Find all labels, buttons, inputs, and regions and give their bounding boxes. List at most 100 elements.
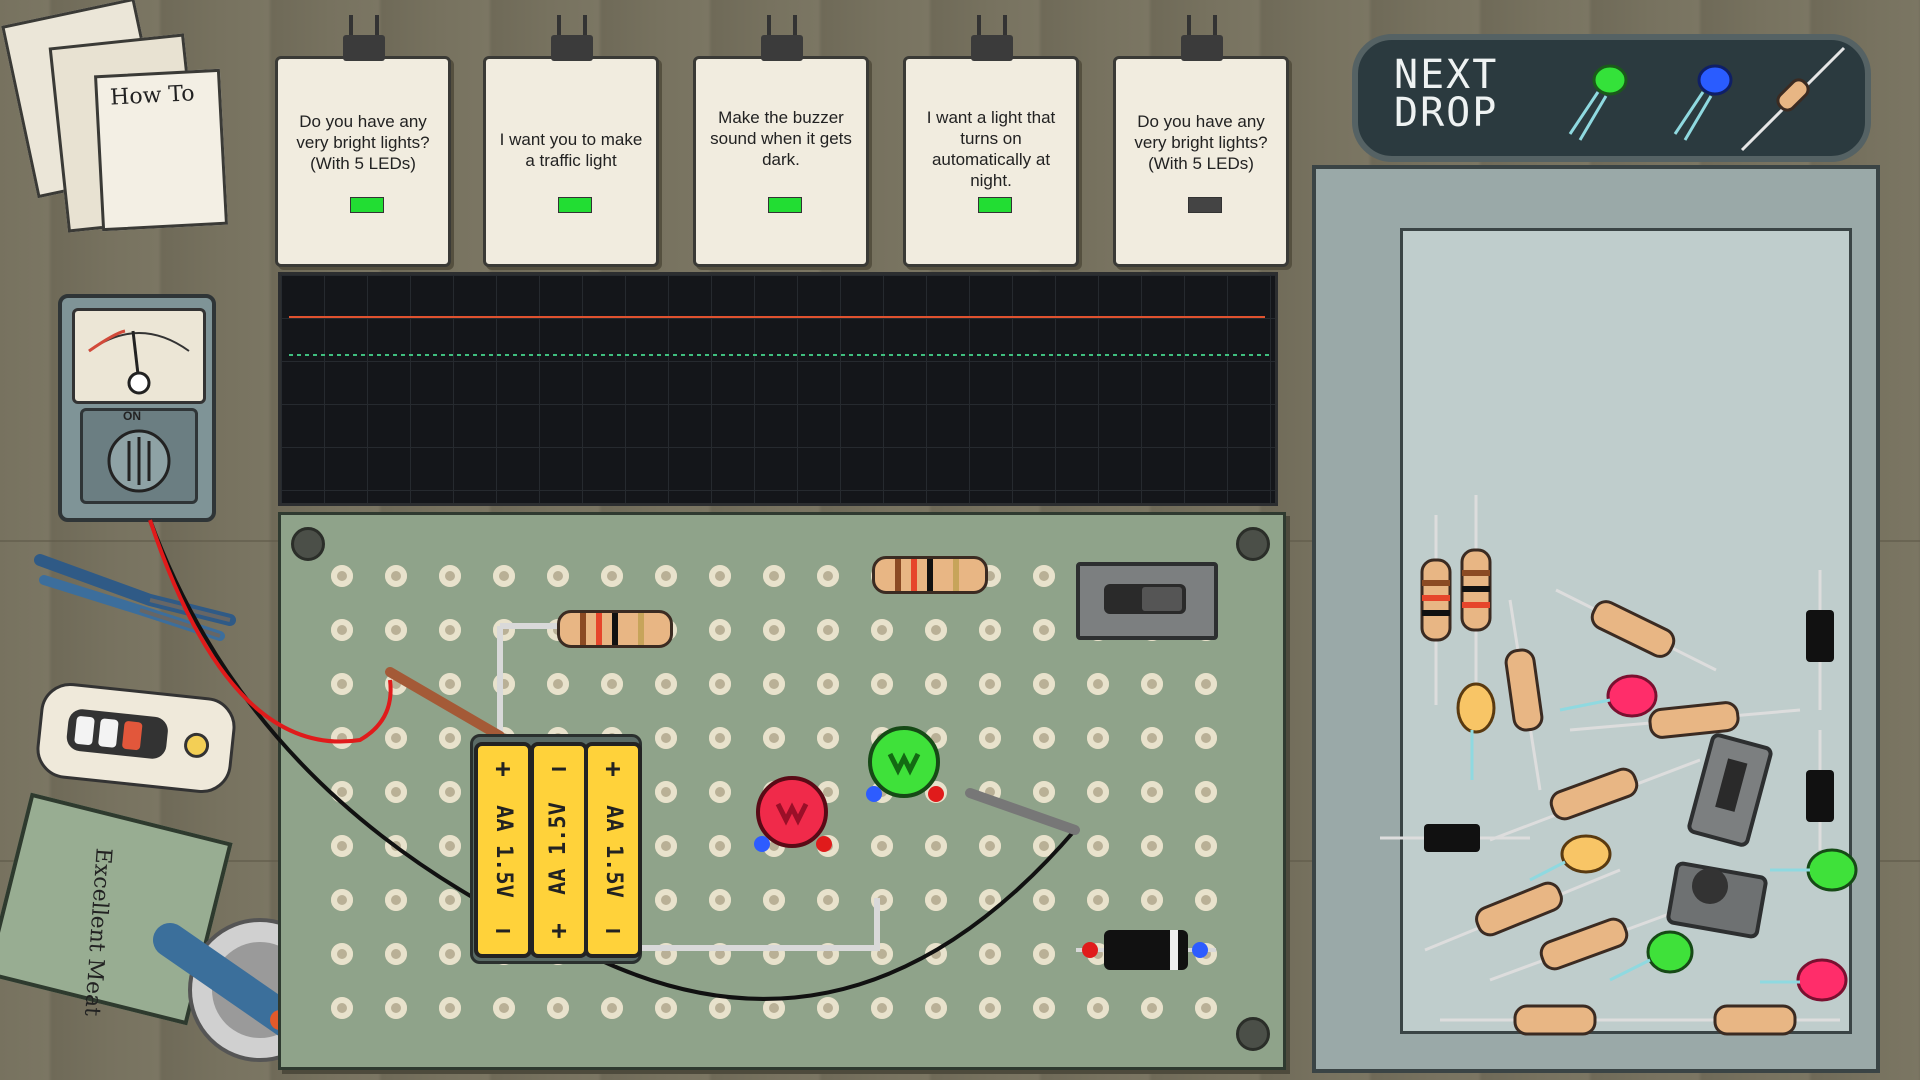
board-hole[interactable] — [817, 997, 839, 1019]
board-hole[interactable] — [439, 673, 461, 695]
board-hole[interactable] — [1087, 673, 1109, 695]
board-hole[interactable] — [979, 727, 1001, 749]
board-hole[interactable] — [925, 619, 947, 641]
board-hole[interactable] — [871, 673, 893, 695]
board-hole[interactable] — [385, 727, 407, 749]
board-hole[interactable] — [655, 673, 677, 695]
board-hole[interactable] — [817, 565, 839, 587]
board-hole[interactable] — [1033, 835, 1055, 857]
board-hole[interactable] — [709, 727, 731, 749]
board-hole[interactable] — [547, 565, 569, 587]
board-hole[interactable] — [331, 673, 353, 695]
board-hole[interactable] — [817, 727, 839, 749]
board-hole[interactable] — [1033, 997, 1055, 1019]
board-hole[interactable] — [709, 565, 731, 587]
board-hole[interactable] — [331, 943, 353, 965]
board-hole[interactable] — [1141, 997, 1163, 1019]
board-hole[interactable] — [493, 997, 515, 1019]
board-hole[interactable] — [439, 889, 461, 911]
board-hole[interactable] — [331, 889, 353, 911]
board-hole[interactable] — [1195, 673, 1217, 695]
green-led[interactable] — [862, 718, 948, 808]
multimeter-dial[interactable]: ON — [80, 408, 198, 504]
board-hole[interactable] — [1033, 943, 1055, 965]
board-hole[interactable] — [385, 943, 407, 965]
board-hole[interactable] — [1141, 727, 1163, 749]
board-hole[interactable] — [871, 835, 893, 857]
board-hole[interactable] — [817, 673, 839, 695]
board-hole[interactable] — [979, 619, 1001, 641]
board-hole[interactable] — [1195, 997, 1217, 1019]
parts-pile[interactable] — [1380, 490, 1860, 1050]
board-hole[interactable] — [439, 943, 461, 965]
board-hole[interactable] — [385, 997, 407, 1019]
resistor[interactable] — [557, 610, 673, 648]
board-hole[interactable] — [601, 673, 623, 695]
red-led[interactable] — [750, 768, 836, 858]
request-card-5[interactable]: Do you have any very bright lights? (Wit… — [1113, 15, 1289, 267]
board-hole[interactable] — [493, 565, 515, 587]
board-hole[interactable] — [1087, 727, 1109, 749]
board-hole[interactable] — [709, 835, 731, 857]
board-hole[interactable] — [979, 889, 1001, 911]
resistor[interactable] — [872, 556, 988, 594]
board-hole[interactable] — [925, 997, 947, 1019]
board-hole[interactable] — [1087, 997, 1109, 1019]
board-hole[interactable] — [655, 727, 677, 749]
slide-switch[interactable] — [1076, 562, 1218, 640]
board-hole[interactable] — [709, 889, 731, 911]
board-hole[interactable] — [1087, 835, 1109, 857]
request-card-4[interactable]: I want a light that turns on automatical… — [903, 15, 1079, 267]
board-hole[interactable] — [1141, 673, 1163, 695]
board-hole[interactable] — [817, 619, 839, 641]
board-hole[interactable] — [1033, 781, 1055, 803]
board-hole[interactable] — [1087, 889, 1109, 911]
board-hole[interactable] — [547, 673, 569, 695]
board-hole[interactable] — [709, 619, 731, 641]
board-hole[interactable] — [817, 889, 839, 911]
board-hole[interactable] — [1033, 565, 1055, 587]
board-hole[interactable] — [763, 619, 785, 641]
request-card-2[interactable]: I want you to make a traffic light — [483, 15, 659, 267]
board-hole[interactable] — [1033, 619, 1055, 641]
board-hole[interactable] — [439, 997, 461, 1019]
board-hole[interactable] — [979, 673, 1001, 695]
board-hole[interactable] — [925, 889, 947, 911]
board-hole[interactable] — [439, 835, 461, 857]
board-hole[interactable] — [601, 997, 623, 1019]
battery-1[interactable]: + AA 1.5V − — [474, 742, 532, 958]
board-hole[interactable] — [331, 619, 353, 641]
board-hole[interactable] — [385, 619, 407, 641]
board-hole[interactable] — [385, 565, 407, 587]
board-hole[interactable] — [331, 727, 353, 749]
led-tester[interactable] — [33, 680, 239, 796]
diode[interactable] — [1076, 920, 1216, 980]
battery-3[interactable]: + AA 1.5V − — [584, 742, 642, 958]
battery-2[interactable]: + AA 1.5V − — [530, 742, 588, 958]
board-hole[interactable] — [385, 781, 407, 803]
board-hole[interactable] — [925, 673, 947, 695]
board-hole[interactable] — [1195, 889, 1217, 911]
board-hole[interactable] — [655, 781, 677, 803]
board-hole[interactable] — [1195, 835, 1217, 857]
request-card-1[interactable]: Do you have any very bright lights? (Wit… — [275, 15, 451, 267]
board-hole[interactable] — [979, 997, 1001, 1019]
board-hole[interactable] — [1087, 781, 1109, 803]
board-hole[interactable] — [655, 835, 677, 857]
board-hole[interactable] — [709, 997, 731, 1019]
board-hole[interactable] — [547, 997, 569, 1019]
board-hole[interactable] — [331, 565, 353, 587]
board-hole[interactable] — [709, 781, 731, 803]
switch-handle[interactable] — [1142, 587, 1182, 611]
board-hole[interactable] — [1033, 727, 1055, 749]
board-hole[interactable] — [655, 889, 677, 911]
request-card-3[interactable]: Make the buzzer sound when it gets dark. — [693, 15, 869, 267]
board-hole[interactable] — [763, 889, 785, 911]
board-hole[interactable] — [979, 943, 1001, 965]
board-hole[interactable] — [439, 781, 461, 803]
board-hole[interactable] — [331, 835, 353, 857]
board-hole[interactable] — [1195, 727, 1217, 749]
board-hole[interactable] — [763, 997, 785, 1019]
board-hole[interactable] — [439, 727, 461, 749]
board-hole[interactable] — [385, 889, 407, 911]
